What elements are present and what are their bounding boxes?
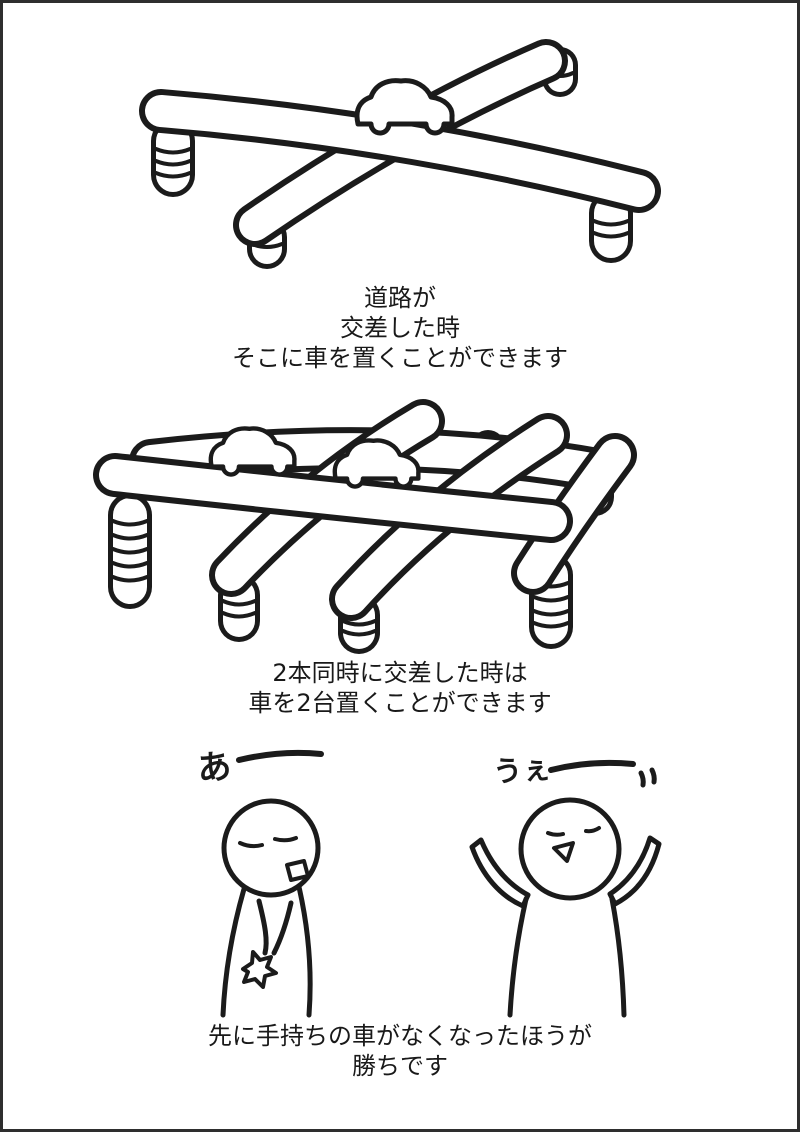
body-line <box>507 896 529 1018</box>
head <box>221 798 321 898</box>
speech-tick <box>638 770 646 788</box>
caption-line: 勝ちです <box>352 1052 448 1080</box>
coil-ring <box>111 561 149 569</box>
support-coil <box>151 119 195 197</box>
illustration-double-cross <box>93 399 637 654</box>
coil-ring <box>111 575 149 583</box>
coil-ring <box>341 629 377 637</box>
dropped-car-poof <box>241 950 278 989</box>
coil-ring <box>592 219 630 227</box>
support-coil <box>589 191 633 263</box>
eye <box>546 831 565 837</box>
coil-ring <box>221 599 257 607</box>
speech-dash <box>548 759 636 773</box>
arm-line <box>256 898 269 956</box>
speech-dash <box>236 749 324 763</box>
coil-ring <box>111 547 149 555</box>
coil-ring <box>154 147 192 155</box>
caption-line: 道路が <box>364 284 436 312</box>
coil-ring <box>154 159 192 167</box>
speech-losing-character: あ <box>195 746 233 790</box>
road-surface <box>145 95 655 207</box>
open-mouth <box>285 859 310 882</box>
coil-ring <box>111 519 149 527</box>
support-coil <box>218 574 260 642</box>
caption-line: そこに車を置くことができます <box>232 344 568 372</box>
caption-line: 交差した時 <box>340 314 460 342</box>
coil-ring <box>341 619 377 627</box>
coil-ring <box>592 231 630 239</box>
open-mouth <box>552 841 575 863</box>
eye <box>584 826 601 834</box>
illustration-characters <box>220 749 662 1018</box>
raised-arm <box>469 837 531 909</box>
road-surface <box>99 459 567 537</box>
body-line <box>220 886 247 1018</box>
speech-tick <box>649 767 657 785</box>
support-coil <box>108 493 152 609</box>
coil-ring <box>532 595 570 603</box>
caption-single-cross: 道路が 交差した時 そこに車を置くことができます <box>3 283 797 373</box>
caption-line: 2本同時に交差した時は <box>272 659 528 687</box>
losing-character <box>220 749 324 1018</box>
coil-ring <box>221 611 257 619</box>
coil-ring <box>532 621 570 629</box>
caption-win-condition: 先に手持ちの車がなくなったほうが 勝ちです <box>3 1021 797 1081</box>
raised-arm <box>607 835 662 907</box>
coil-ring <box>154 171 192 179</box>
body-line <box>296 884 313 1018</box>
caption-line: 先に手持ちの車がなくなったほうが <box>208 1022 592 1050</box>
illustration-single-cross <box>139 39 661 269</box>
body-line <box>609 896 627 1018</box>
road-strip <box>93 453 573 543</box>
closed-eye <box>273 836 298 843</box>
coil-ring <box>532 609 570 617</box>
coil-ring <box>111 533 149 541</box>
caption-double-cross: 2本同時に交差した時は 車を2台置くことができます <box>3 658 797 718</box>
winning-character <box>469 759 662 1018</box>
speech-winning-character: うぇ <box>492 751 553 789</box>
closed-eye <box>238 841 264 849</box>
arm-line <box>271 900 294 956</box>
caption-line: 車を2台置くことができます <box>248 689 552 717</box>
hand-drawn-artwork <box>93 39 662 1018</box>
road-strip <box>139 89 661 213</box>
